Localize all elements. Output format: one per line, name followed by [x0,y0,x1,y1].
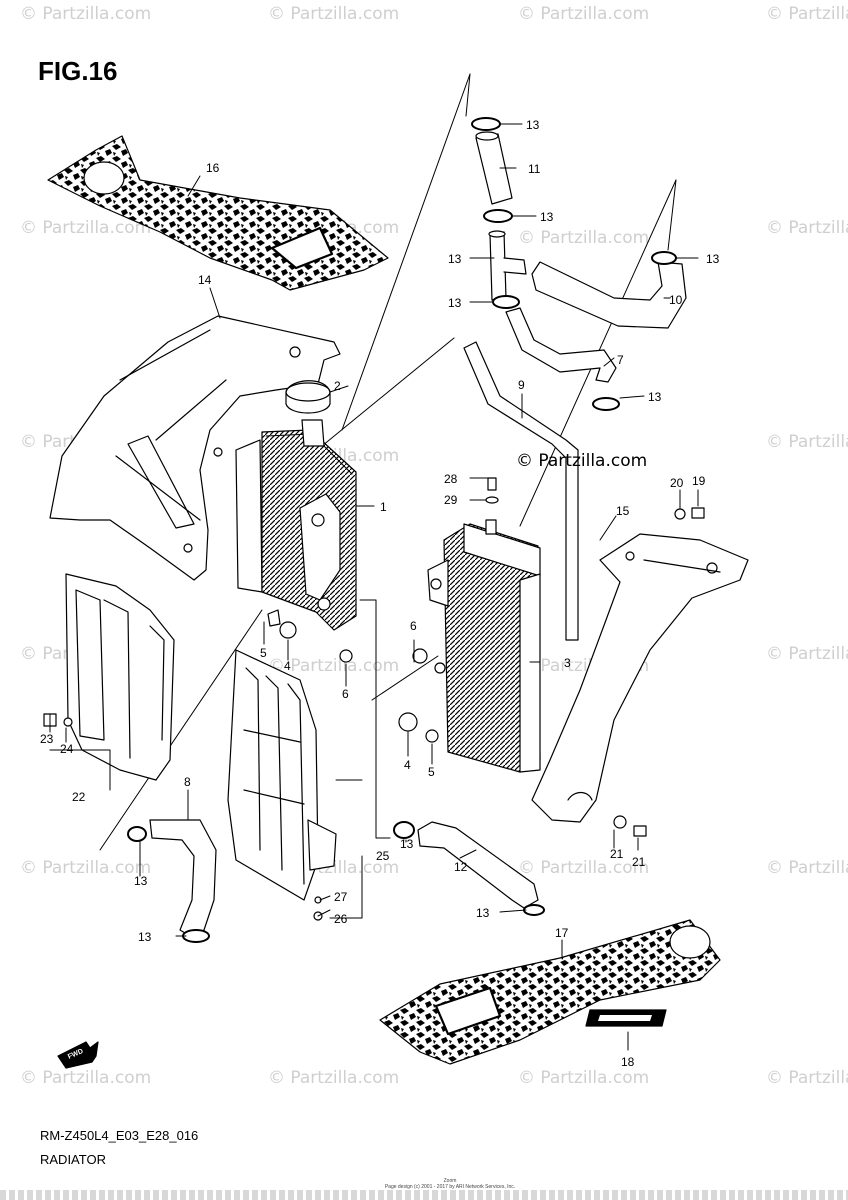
watermark: © Partzilla.com [766,4,848,24]
callout-label: 13 [706,252,720,266]
hose-10 [531,261,687,329]
watermark: © Partzilla.com [766,432,848,452]
callout-label: 26 [334,912,348,926]
hose-11 [475,133,513,205]
callout-label: 21 [632,855,646,869]
callout-label: 24 [60,742,74,756]
callout-label: 13 [648,390,662,404]
callout-label: 13 [448,252,462,266]
watermark: © Partzilla.com [518,228,650,248]
watermark: © Partzilla.com [20,4,152,24]
callout-layer: 1 2 3 4 4 5 5 6 6 7 8 9 10 11 12 13 13 1… [40,118,720,1069]
right-radiator-shroud [531,533,749,823]
lower-shroud-graphic [379,919,721,1065]
callout-label: 10 [669,293,683,307]
callout-label: 4 [284,659,291,673]
footer-strip [0,1190,848,1200]
hose-12 [417,821,539,909]
callout-label: 14 [198,273,212,287]
callout-label: 13 [476,906,490,920]
callout-label: 4 [404,758,411,772]
callout-label: 15 [616,504,630,518]
callout-label: 19 [692,474,706,488]
watermark: © Partzilla.com [766,1068,848,1088]
figure-name: RADIATOR [40,1152,106,1167]
hose-8 [149,819,217,937]
watermark: © Partzilla.com [766,218,848,238]
callout-label: 6 [410,619,417,633]
watermark: © Partzilla.com [518,4,650,24]
hose-clamp [127,117,677,943]
callout-label: 16 [206,161,220,175]
watermark: © Partzilla.com [268,656,400,676]
callout-label: 13 [540,210,554,224]
callout-label: 6 [342,687,349,701]
radiator-cap [285,380,331,414]
callout-label: 25 [376,849,390,863]
callout-label: 3 [564,656,571,670]
watermark: © Partzilla.com [766,858,848,878]
footer-line: Zoom [443,1178,457,1184]
watermark: © Partzilla.com [20,1068,152,1088]
callout-label: 12 [454,860,468,874]
callout-label: 13 [138,930,152,944]
callout-label: 7 [617,353,624,367]
callout-label: 20 [670,476,684,490]
t-joint [489,231,507,301]
callout-label: 9 [518,378,525,392]
callout-label: 21 [610,847,624,861]
figure-title: FIG.16 [38,56,118,86]
center-watermark: © Partzilla.com [516,451,648,471]
watermark: © Partzilla.com [518,858,650,878]
watermark: © Partzilla.com [766,644,848,664]
callout-label: 29 [444,493,458,507]
callout-label: 13 [400,837,414,851]
callout-label: 13 [448,296,462,310]
radiator-shroud [49,315,341,581]
callout-label: 2 [334,379,341,393]
page-footer: Zoom Page design (c) 2001 - 2017 by ARI … [300,1178,600,1190]
callout-label: 13 [526,118,540,132]
callout-label: 17 [555,926,569,940]
footer-line: Page design (c) 2001 - 2017 by ARI Netwo… [384,1184,516,1190]
callout-label: 11 [528,162,541,176]
callout-label: 18 [621,1055,635,1069]
watermark: © Partzilla.com [20,218,152,238]
callout-label: 13 [134,874,148,888]
callout-label: 28 [444,472,458,486]
callout-label: 27 [334,890,348,904]
forward-arrow-icon [57,1041,99,1069]
callout-label: 5 [260,646,267,660]
hose-9 [463,341,579,641]
watermark: © Partzilla.com [268,1068,400,1088]
callout-label: 22 [72,790,86,804]
figure-code: RM-Z450L4_E03_E28_016 [40,1128,199,1143]
callout-label: 5 [428,765,435,779]
callout-label: 1 [380,500,387,514]
watermark: © Partzilla.com [20,858,152,878]
radiator-guard [227,649,319,901]
fastener [43,477,705,921]
callout-label: 23 [40,732,54,746]
hose-7 [505,307,617,383]
callout-label: 8 [184,775,191,789]
watermark: © Partzilla.com [268,4,400,24]
left-shroud-louver [65,573,175,781]
upper-shroud-graphic [47,135,389,291]
watermark: © Partzilla.com [518,1068,650,1088]
